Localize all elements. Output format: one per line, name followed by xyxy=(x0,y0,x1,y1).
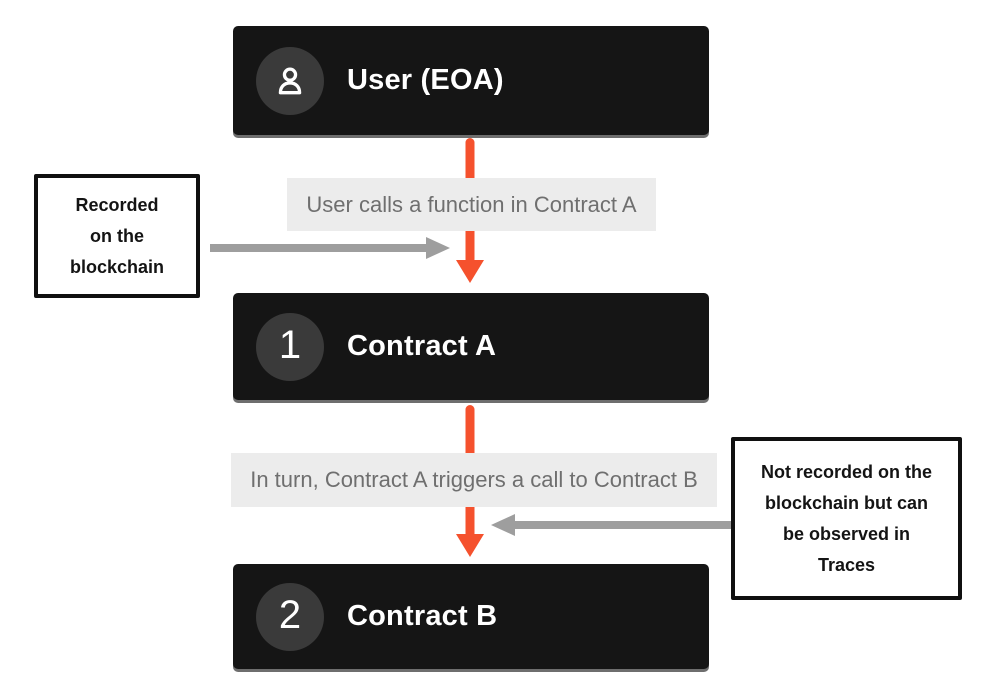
step-badge-1: 1 xyxy=(256,312,324,381)
node-title-contract-a: Contract A xyxy=(347,330,497,362)
step-number: 1 xyxy=(278,323,302,367)
node-contract-b: 2 Contract B xyxy=(233,564,709,669)
annotation-recorded-on-blockchain: Recorded on the blockchain xyxy=(34,174,200,298)
flow-label-contract-a-triggers: In turn, Contract A triggers a call to C… xyxy=(231,453,717,507)
flow-label-user-calls: User calls a function in Contract A xyxy=(287,178,656,231)
right-arrow-icon xyxy=(210,237,450,259)
left-arrow-icon xyxy=(491,514,731,536)
annotation-not-recorded-traces: Not recorded on the blockchain but can b… xyxy=(731,437,962,600)
node-contract-a: 1 Contract A xyxy=(233,293,709,400)
person-icon xyxy=(278,67,302,94)
node-title-user: User (EOA) xyxy=(347,64,504,96)
node-user-eoa: User (EOA) xyxy=(233,26,709,135)
step-badge-2: 2 xyxy=(256,582,324,651)
node-title-contract-b: Contract B xyxy=(347,600,498,632)
step-number: 2 xyxy=(278,593,302,637)
user-avatar xyxy=(256,46,324,115)
